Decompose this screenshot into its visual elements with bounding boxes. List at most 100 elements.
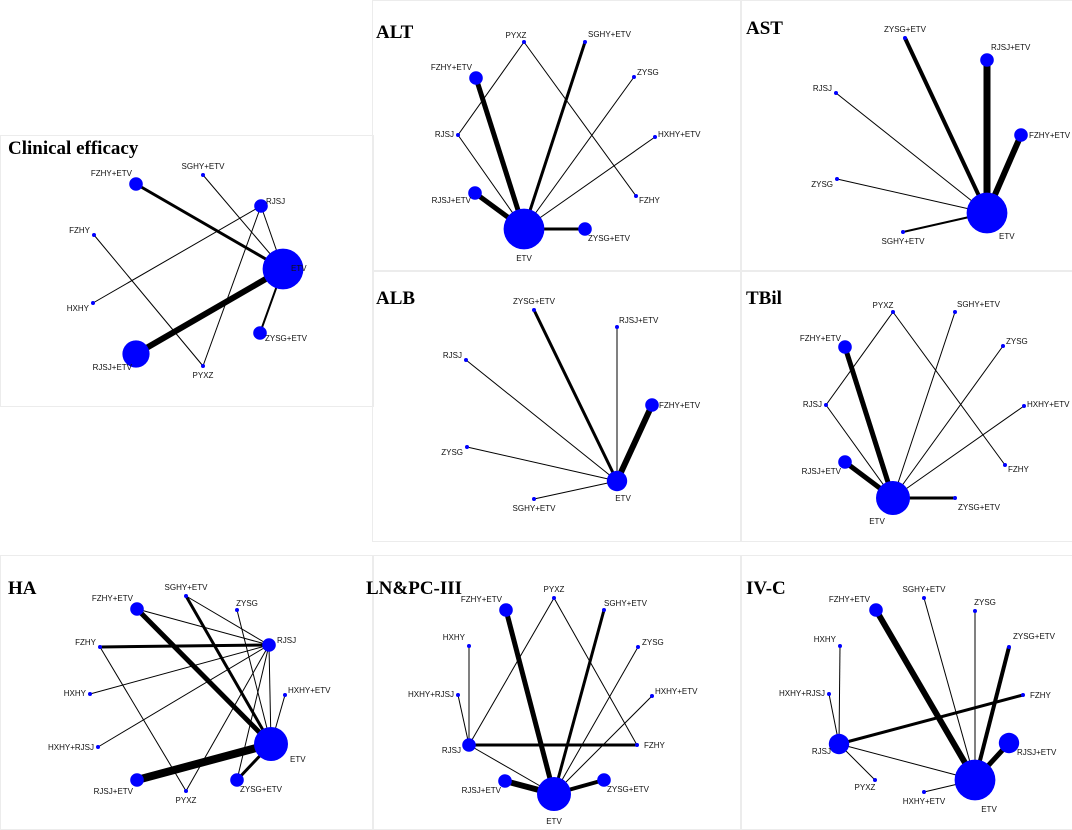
node-ZYSG+ETV xyxy=(903,36,907,40)
node-label-HXHY+ETV: HXHY+ETV xyxy=(1027,400,1070,409)
edge-PYXZ-FZHY xyxy=(523,41,637,197)
node-HXHY+ETV xyxy=(283,693,287,697)
node-label-ZYSG+ETV: ZYSG+ETV xyxy=(884,25,927,34)
node-label-ZYSG: ZYSG xyxy=(974,598,996,607)
node-ETV xyxy=(606,470,628,492)
node-FZHY xyxy=(1021,693,1025,697)
edge-FZHY+ETV-ETV xyxy=(473,77,527,230)
node-PYXZ xyxy=(891,310,895,314)
node-label-RJSJ: RJSJ xyxy=(812,747,831,756)
edge-ZYSG+ETV-ETV xyxy=(973,646,1011,781)
node-FZHY xyxy=(635,743,639,747)
node-label-FZHY+ETV: FZHY+ETV xyxy=(92,594,134,603)
edge-FZHY+ETV-ETV xyxy=(135,182,284,271)
node-FZHY+ETV xyxy=(1014,128,1028,142)
edge-ZYSG-ETV xyxy=(892,345,1004,499)
node-ETV xyxy=(954,759,996,801)
node-label-SGHY+ETV: SGHY+ETV xyxy=(165,583,209,592)
edge-RJSJ-ETV xyxy=(835,92,988,214)
node-label-FZHY: FZHY xyxy=(639,196,661,205)
node-RJSJ xyxy=(262,638,276,652)
node-PYXZ xyxy=(873,778,877,782)
edge-FZHY+ETV-ETV xyxy=(842,346,896,499)
node-label-FZHY: FZHY xyxy=(1030,691,1052,700)
node-label-ETV: ETV xyxy=(981,805,997,814)
node-label-ZYSG+ETV: ZYSG+ETV xyxy=(265,334,308,343)
node-label-RJSJ: RJSJ xyxy=(813,84,832,93)
edge-ZYSG+ETV-ETV xyxy=(532,309,619,482)
edge-ZYSG-ETV xyxy=(836,178,988,214)
node-ZYSG+ETV xyxy=(597,773,611,787)
node-label-PYXZ: PYXZ xyxy=(544,585,565,594)
node-ZYSG xyxy=(636,645,640,649)
node-label-RJSJ: RJSJ xyxy=(443,351,462,360)
node-label-ZYSG+ETV: ZYSG+ETV xyxy=(958,503,1001,512)
node-label-ZYSG+ETV: ZYSG+ETV xyxy=(513,297,556,306)
node-label-ZYSG: ZYSG xyxy=(637,68,659,77)
node-ETV xyxy=(876,481,910,515)
edge-RJSJ-FZHY+ETV xyxy=(136,608,270,646)
edge-RJSJ-HXHY xyxy=(89,644,270,695)
edge-PYXZ-FZHY xyxy=(553,597,638,746)
node-label-HXHY+RJSJ: HXHY+RJSJ xyxy=(779,689,825,698)
panel-title-ln-pc-iii: LN&PC-III xyxy=(366,578,463,599)
edge-ZYSG-ETV xyxy=(523,76,635,230)
edge-ZYSG-ETV xyxy=(236,609,272,745)
edge-PYXZ-RJSJ xyxy=(825,311,894,406)
edge-RJSJ-HXHY+RJSJ xyxy=(97,644,270,748)
node-label-FZHY: FZHY xyxy=(644,741,666,750)
panel-frame-tbil xyxy=(740,270,1072,542)
node-HXHY xyxy=(838,644,842,648)
node-label-RJSJ: RJSJ xyxy=(277,636,296,645)
node-label-FZHY+ETV: FZHY+ETV xyxy=(461,595,503,604)
node-HXHY+RJSJ xyxy=(456,693,460,697)
node-RJSJ+ETV xyxy=(468,186,482,200)
node-label-RJSJ: RJSJ xyxy=(266,197,285,206)
edge-RJSJ-ETV xyxy=(838,743,976,781)
node-label-HXHY: HXHY xyxy=(64,689,87,698)
panel-title-alt: ALT xyxy=(376,22,414,43)
node-HXHY xyxy=(88,692,92,696)
node-label-FZHY+ETV: FZHY+ETV xyxy=(659,401,701,410)
node-ETV xyxy=(503,208,545,250)
node-label-HXHY+ETV: HXHY+ETV xyxy=(658,130,701,139)
node-ZYSG+ETV xyxy=(578,222,592,236)
node-label-FZHY+ETV: FZHY+ETV xyxy=(1029,131,1071,140)
panel-title-alb: ALB xyxy=(376,288,416,309)
node-ETV xyxy=(254,727,288,761)
node-label-HXHY+ETV: HXHY+ETV xyxy=(288,686,331,695)
node-label-HXHY+RJSJ: HXHY+RJSJ xyxy=(408,690,454,699)
edge-ZYSG+ETV-ETV xyxy=(903,37,989,214)
node-label-ZYSG+ETV: ZYSG+ETV xyxy=(588,234,631,243)
node-label-ZYSG: ZYSG xyxy=(1006,337,1028,346)
node-label-RJSJ+ETV: RJSJ+ETV xyxy=(432,196,472,205)
edge-RJSJ-ETV xyxy=(465,359,618,482)
edge-RJSJ-PYXZ xyxy=(202,205,262,367)
edge-RJSJ-SGHY+ETV xyxy=(185,595,270,646)
node-FZHY+ETV xyxy=(129,177,143,191)
node-label-HXHY: HXHY xyxy=(814,635,837,644)
node-SGHY+ETV xyxy=(953,310,957,314)
edge-SGHY+ETV-ETV xyxy=(184,595,273,745)
node-label-RJSJ+ETV: RJSJ+ETV xyxy=(619,316,659,325)
node-RJSJ xyxy=(828,733,850,755)
node-label-ETV: ETV xyxy=(615,494,631,503)
edge-RJSJ-ZYSG+ETV xyxy=(236,644,270,781)
node-label-PYXZ: PYXZ xyxy=(506,31,527,40)
node-label-RJSJ: RJSJ xyxy=(803,400,822,409)
edge-HXHY+ETV-ETV xyxy=(523,136,656,230)
node-HXHY+RJSJ xyxy=(96,745,100,749)
node-label-RJSJ: RJSJ xyxy=(435,130,454,139)
panel-title-ha: HA xyxy=(8,578,37,599)
panel-frame-alt xyxy=(372,0,742,272)
node-RJSJ xyxy=(834,91,838,95)
edge-RJSJ+ETV-ETV xyxy=(135,740,273,784)
panel-title-tbil: TBil xyxy=(746,288,782,309)
edge-ZYSG-ETV xyxy=(466,446,618,482)
node-HXHY xyxy=(91,301,95,305)
panel-title-ast: AST xyxy=(746,18,783,39)
